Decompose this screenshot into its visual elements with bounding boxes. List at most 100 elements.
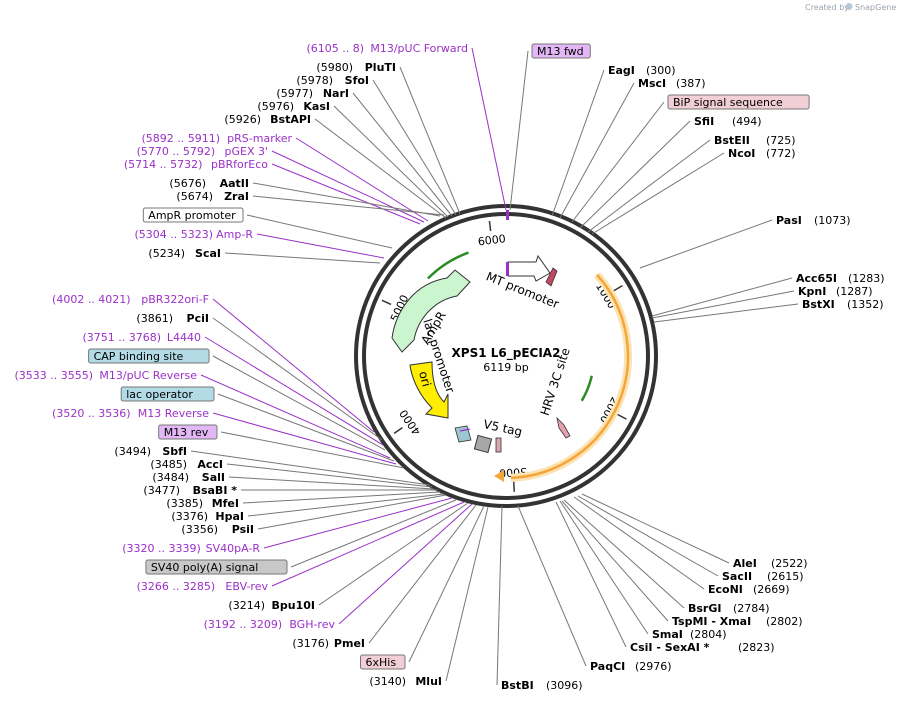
feature-box	[531, 43, 591, 59]
enzyme-name: BstEII	[714, 134, 750, 147]
leader-line	[573, 496, 705, 590]
leader-line	[563, 499, 685, 609]
ruler-tick	[512, 481, 516, 492]
leader-line	[591, 152, 725, 235]
left-label-enzyme: MluI(3140)	[369, 506, 489, 688]
left-label-enzyme: ZraI(5674)	[176, 190, 445, 216]
position-label: (725)	[766, 134, 796, 147]
feature-label: ori	[416, 370, 434, 389]
position-label: (5714 .. 5732)	[124, 158, 203, 171]
enzyme-name: BstAPI	[270, 113, 311, 126]
right-label-enzyme: MscI(387)	[559, 77, 706, 219]
enzyme-name: HpaI	[215, 510, 244, 523]
primer-name: pBR322ori-F	[141, 293, 209, 306]
leader-line	[338, 503, 473, 625]
position-label: (1287)	[836, 285, 873, 298]
position-label: (300)	[646, 64, 676, 77]
position-label: (3385)	[166, 497, 203, 510]
enzyme-name: EagI	[608, 64, 635, 77]
leader-line	[252, 182, 441, 217]
ruler-label: 4000	[397, 407, 424, 437]
ampr-green-arc	[427, 251, 469, 280]
right-label-enzyme: PasI(1073)	[639, 214, 851, 269]
feature-box	[667, 94, 810, 110]
right-label-enzyme: EagI (300)	[551, 64, 676, 217]
position-label: (5976)	[257, 100, 294, 113]
leader-line	[318, 502, 469, 606]
leader-line	[517, 505, 587, 667]
right-label-enzyme: TspMI - XmaI(2802)	[561, 500, 803, 628]
feature-box	[142, 207, 244, 223]
enzyme-name: AatII	[220, 177, 249, 190]
leader-line	[551, 69, 605, 217]
enzyme-name: BsaBI *	[193, 484, 238, 497]
feature-box	[145, 559, 288, 575]
position-label: (2784)	[733, 602, 770, 615]
right-label-enzyme: SfiI(494)	[579, 115, 762, 229]
enzyme-name: SfoI	[345, 74, 369, 87]
left-label-primer: EBV-rev(3266 .. 3285)	[137, 501, 465, 593]
position-label: (5234)	[148, 247, 185, 260]
leader-line	[333, 105, 449, 218]
left-label-enzyme: NarI(5977)	[276, 87, 453, 217]
primer-name: M13/pUC Forward	[370, 42, 468, 55]
enzyme-name: EcoNI	[708, 583, 743, 596]
position-label: (3376)	[171, 510, 208, 523]
leader-line	[190, 450, 431, 486]
enzyme-name: SfiI	[694, 115, 714, 128]
leader-line	[200, 374, 391, 459]
leader-line	[651, 277, 793, 317]
enzyme-name: Acc65I	[796, 272, 837, 285]
right-label-enzyme: SmaI(2804)	[559, 500, 727, 641]
position-label: (2522)	[771, 557, 808, 570]
left-label-enzyme: SalI(3484)	[152, 471, 435, 490]
position-label: (3356)	[181, 523, 218, 536]
enzyme-name: BstBI	[501, 679, 534, 692]
feature-box-label: SV40 poly(A) signal	[151, 561, 258, 574]
left-label-box-gray: SV40 poly(A) signal	[145, 499, 457, 575]
leader-line	[399, 66, 461, 215]
position-label: (3192 .. 3209)	[204, 618, 283, 631]
leader-line	[295, 137, 429, 222]
leader-line	[368, 504, 477, 644]
feature-box-label: M13 fwd	[537, 45, 584, 58]
leader-line	[247, 493, 445, 517]
feature-box	[158, 424, 218, 440]
ampr-arrow	[391, 269, 471, 353]
lac-primer-mark	[459, 428, 471, 432]
leader-line	[372, 79, 457, 216]
leader-line	[263, 497, 453, 549]
right-label-enzyme: BstEII (725)	[587, 134, 796, 233]
left-label-enzyme: AccI(3485)	[150, 458, 433, 488]
right-label-enzyme: AleI(2522)	[581, 493, 808, 570]
leader-line	[257, 494, 447, 530]
brand-text: SnapGene	[855, 3, 896, 12]
leader-line	[496, 505, 503, 686]
mt-promoter-arrow	[507, 254, 551, 282]
position-label: (2615)	[767, 570, 804, 583]
enzyme-name: SmaI	[652, 628, 683, 641]
left-label-primer: BGH-rev(3192 .. 3209)	[204, 503, 473, 631]
right-label-enzyme: PaqCI(2976)	[517, 505, 672, 673]
leader-line	[555, 501, 627, 648]
leader-line	[212, 317, 383, 441]
leader-line	[561, 500, 669, 622]
feature-box-label: M13 rev	[164, 426, 209, 439]
leader-line	[217, 393, 395, 462]
leader-line	[290, 499, 457, 568]
left-label-enzyme: PluTI(5980)	[316, 61, 461, 215]
leader-line	[246, 214, 393, 249]
enzyme-name: Bpu10I	[272, 599, 316, 612]
position-label: (5676)	[169, 177, 206, 190]
right-label-box-pink: BiP signal sequence	[571, 94, 810, 223]
left-label-box-purple: M13 rev	[158, 424, 405, 469]
right-label-enzyme: NcoI(772)	[591, 147, 796, 235]
primer-name: pGEX 3'	[224, 145, 268, 158]
position-label: (5980)	[316, 61, 353, 74]
leader-line	[408, 505, 485, 663]
position-label: (3176)	[292, 637, 329, 650]
position-label: (1352)	[847, 298, 884, 311]
position-label: (4002 .. 4021)	[52, 293, 131, 306]
leader-line	[242, 491, 441, 504]
